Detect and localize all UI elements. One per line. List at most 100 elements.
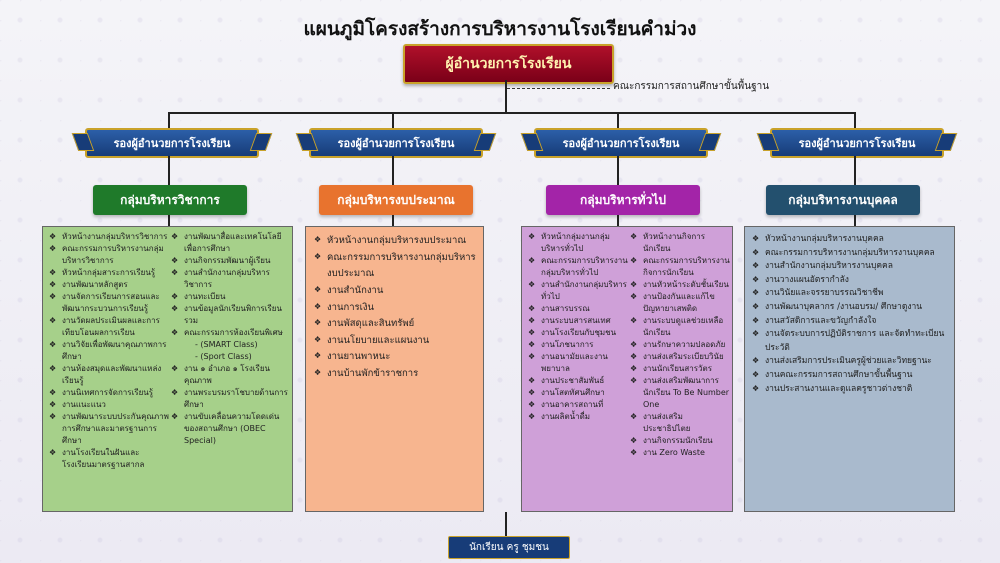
deputy-box-2: รองผู้อำนวยการโรงเรียน [309,128,483,158]
connector [617,215,619,226]
list-item: งานทะเบียน [171,291,291,303]
connector [505,512,507,536]
list-item: งานอาคารสถานที่ [528,399,628,411]
connector [854,215,856,226]
list-item: งานวินัยและจรรยาบรรณวิชาชีพ [752,287,952,301]
list-item: งานสำนักงานกลุ่มบริหารงานบุคคล [752,260,952,274]
list-item: งานหัวหน้าระดับชั้นเรียน [630,279,730,291]
list-item: หัวหน้างานกลุ่มบริหารวิชาการ [49,231,169,243]
academic-list-1: หัวหน้างานกลุ่มบริหารวิชาการคณะกรรมการบร… [49,231,169,471]
list-item: งานอนามัยและงานพยาบาล [528,351,628,375]
list-item: งานขับเคลื่อนความโดดเด่นของสถานศึกษา (OB… [171,411,291,447]
list-item: งานยานพาหนะ [314,349,480,366]
panel-personnel: หัวหน้างานกลุ่มบริหารงานบุคคลคณะกรรมการบ… [744,226,955,512]
list-item: หัวหน้างานกลุ่มบริหารงานบุคคล [752,233,952,247]
list-item: งานพัสดุและสินทรัพย์ [314,316,480,333]
list-item: งานนโยบายและแผนงาน [314,333,480,350]
deputy-box-1: รองผู้อำนวยการโรงเรียน [85,128,259,158]
personnel-list: หัวหน้างานกลุ่มบริหารงานบุคคลคณะกรรมการบ… [752,233,952,396]
chart-title: แผนภูมิโครงสร้างการบริหารงานโรงเรียนคำม่… [303,18,697,40]
list-item: งานพัฒนาระบบประกันคุณภาพการศึกษาและมาตรฐ… [49,411,169,447]
list-item: งานสารบรรณ [528,303,628,315]
panel-general: หัวหน้ากลุ่มงานกลุ่มบริหารทั่วไปคณะกรรมก… [521,226,733,512]
list-item: งานวิจัยเพื่อพัฒนาคุณภาพการศึกษา [49,339,169,363]
list-item: งานวางแผนอัตรากำลัง [752,274,952,288]
list-item: งานคณะกรรมการสถานศึกษาขั้นพื้นฐาน [752,369,952,383]
list-item: งานแนะแนว [49,399,169,411]
list-item: งานบ้านพักข้าราชการ [314,366,480,383]
list-item: งานห้องสมุดและพัฒนาแหล่งเรียนรู้ [49,363,169,387]
deputy-box-4: รองผู้อำนวยการโรงเรียน [770,128,944,158]
connector [168,112,170,128]
connector [617,156,619,185]
list-item: งานการเงิน [314,300,480,317]
committee-dashed-line [507,88,610,89]
list-item: งานกิจกรรมนักเรียน [630,435,730,447]
list-item: งานสำนักงานกลุ่มบริหารทั่วไป [528,279,628,303]
list-item: งานจัดระบบการปฏิบัติราชการ และจัดทำทะเบี… [752,328,952,355]
list-item: งานประสานงานและดูแลครูชาวต่างชาติ [752,383,952,397]
connector [168,156,170,185]
general-list-2: หัวหน้างานกิจการนักเรียนคณะกรรมการบริหาร… [630,231,730,459]
academic-list-2: งานพัฒนาสื่อและเทคโนโลยีเพื่อการศึกษางาน… [171,231,291,447]
list-item: หัวหน้ากลุ่มงานกลุ่มบริหารทั่วไป [528,231,628,255]
list-item: งานสำนักงาน [314,283,480,300]
list-item: คณะกรรมการห้องเรียนพิเศษ [171,327,291,339]
list-item: งานสวัสดิการและขวัญกำลังใจ [752,315,952,329]
list-item: งานส่งเสริมระเบียบวินัย [630,351,730,363]
budget-list: หัวหน้างานกลุ่มบริหารงบประมาณคณะกรรมการบ… [314,233,480,383]
group-personnel: กลุ่มบริหารงานบุคคล [766,185,920,215]
connector [505,80,507,113]
list-item: งานส่งเสริมพัฒนาการนักเรียน To Be Number… [630,375,730,411]
list-item: งาน ๑ อำเภอ ๑ โรงเรียนคุณภาพ [171,363,291,387]
list-item: งานพระบรมราโชบายด้านการศึกษา [171,387,291,411]
list-item: คณะกรรมการบริหารงานกลุ่มบริหารวิชาการ [49,243,169,267]
list-item: คณะกรรมการบริหารงานกิจการนักเรียน [630,255,730,279]
list-item: งานระบบดูแลช่วยเหลือนักเรียน [630,315,730,339]
list-item: หัวหน้างานกลุ่มบริหารงบประมาณ [314,233,480,250]
list-item: งานจัดการเรียนการสอนและพัฒนากระบวนการเรี… [49,291,169,315]
director-box: ผู้อำนวยการโรงเรียน [403,44,614,84]
deputy-box-3: รองผู้อำนวยการโรงเรียน [534,128,708,158]
footer-box: นักเรียน ครู ชุมชน [448,536,570,559]
list-item: งานส่งเสริมประชาธิปไตย [630,411,730,435]
connector [854,112,856,128]
connector [854,156,856,185]
list-item: - (Sport Class) [195,352,252,361]
connector [392,215,394,226]
list-item: งานนิเทศการจัดการเรียนรู้ [49,387,169,399]
list-item: หัวหน้ากลุ่มสาระการเรียนรู้ [49,267,169,279]
list-item: งานพัฒนาบุคลากร /งานอบรม/ ศึกษาดูงาน [752,301,952,315]
panel-academic: หัวหน้างานกลุ่มบริหารวิชาการคณะกรรมการบร… [42,226,293,512]
list-item: งานกิจกรรมพัฒนาผู้เรียน [171,255,291,267]
list-item: คณะกรรมการบริหารงานกลุ่มบริหารงานบุคคล [752,247,952,261]
list-item: งานสำนักงานกลุ่มบริหารวิชาการ [171,267,291,291]
list-item: งานส่งเสริมการประเมินครูผู้ช่วยและวิทยฐา… [752,355,952,369]
list-item: - (SMART Class) [195,340,258,349]
list-item: งานพัฒนาหลักสูตร [49,279,169,291]
list-item: งาน Zero Waste [630,447,730,459]
list-item: งานระบบสารสนเทศ [528,315,628,327]
list-item: งานโภชนาการ [528,339,628,351]
list-item: งานรักษาความปลอดภัย [630,339,730,351]
connector [392,112,394,128]
connector [392,156,394,185]
panel-budget: หัวหน้างานกลุ่มบริหารงบประมาณคณะกรรมการบ… [305,226,484,512]
committee-label: คณะกรรมการสถานศึกษาขั้นพื้นฐาน [613,81,770,92]
list-item: งานผลิตน้ำดื่ม [528,411,628,423]
group-budget: กลุ่มบริหารงบประมาณ [319,185,473,215]
general-list-1: หัวหน้ากลุ่มงานกลุ่มบริหารทั่วไปคณะกรรมก… [528,231,628,423]
list-item: งานวัดผลประเมินผลและการเทียบโอนผลการเรีย… [49,315,169,339]
list-item: งานโรงเรียนกับชุมชน [528,327,628,339]
group-academic: กลุ่มบริหารวิชาการ [93,185,247,215]
list-item: คณะกรรมการบริหารงานกลุ่มบริหารทั่วไป [528,255,628,279]
group-general: กลุ่มบริหารทั่วไป [546,185,700,215]
list-item: งานป้องกันและแก้ไขปัญหายาเสพติด [630,291,730,315]
list-item: งานประชาสัมพันธ์ [528,375,628,387]
connector [168,215,170,226]
connector [617,112,619,128]
connector [168,112,855,114]
list-item: หัวหน้างานกิจการนักเรียน [630,231,730,255]
list-item: คณะกรรมการบริหารงานกลุ่มบริหารงบประมาณ [314,250,480,283]
list-item: งานนักเรียนสารวัตร [630,363,730,375]
